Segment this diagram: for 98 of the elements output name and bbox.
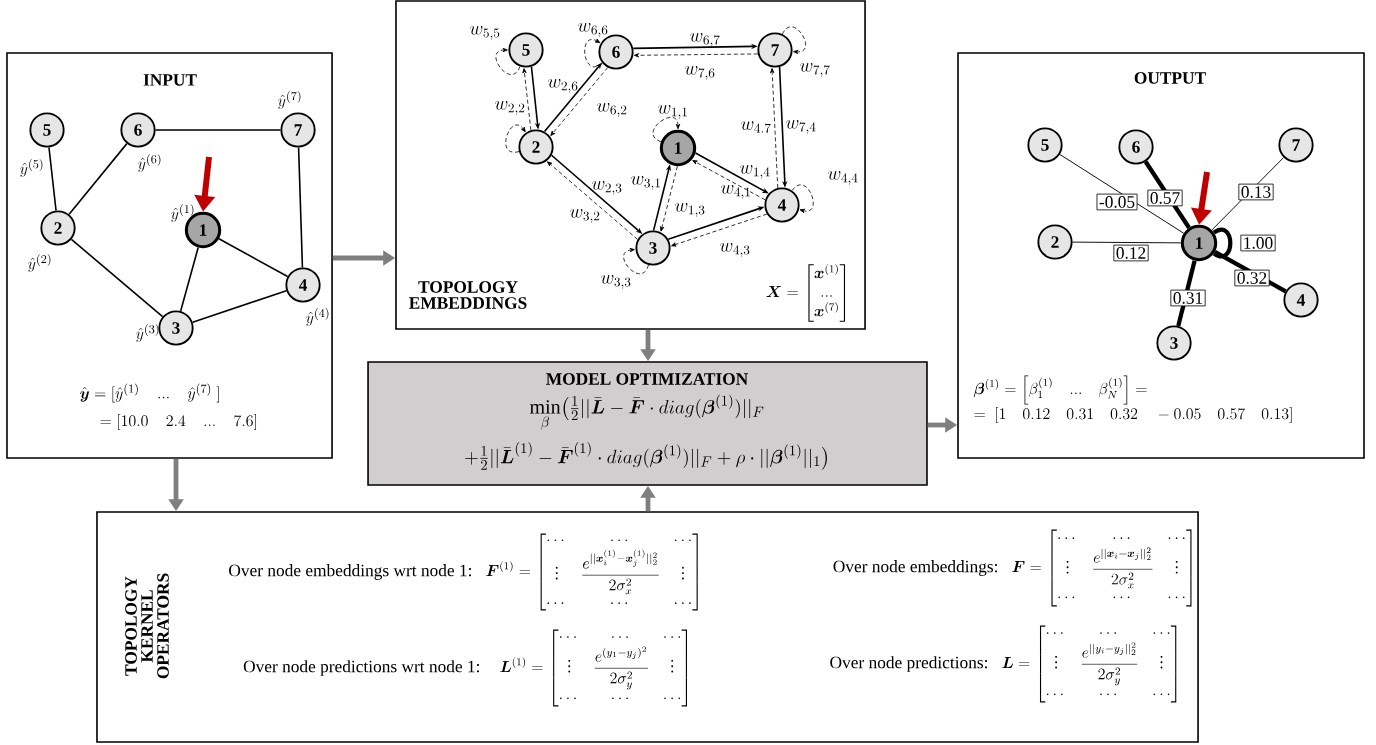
- node-value: $\hat{y}^{(4)}$: [306, 308, 329, 327]
- graph-edge: [1072, 241, 1182, 244]
- edge-label: $w_{4,4}$: [827, 170, 858, 185]
- graph-node: 1: [659, 129, 697, 167]
- edge-label: $w_{2,6}$: [547, 78, 578, 93]
- formula: $\hat{\boldsymbol{y}} = [\hat{y}^{(1)} \quad ... \quad \hat{y}^{(7)}\ ]$: [80, 383, 219, 403]
- graph-node: 2: [518, 129, 554, 165]
- edge-label: $w_{4,1}$: [720, 184, 750, 199]
- weighted-arrow: [633, 53, 759, 58]
- edge-label: $w_{3,1}$: [630, 175, 660, 190]
- edge-label: $w_{1,1}$: [657, 104, 687, 119]
- graph-edge: [191, 289, 288, 324]
- self-loop: [782, 26, 806, 55]
- graph-node: 6: [120, 112, 156, 148]
- edge-label: $w_{4,3}$: [719, 242, 750, 257]
- panel-title: INPUT: [143, 74, 197, 86]
- formula: $+ \tfrac{1}{2}||\bar{\boldsymbol{L}}^{(1)} - \bar{\boldsymbol{F}}^{(1)} \cdot diag(\boldsymbol{\beta}^{(1)})||_F + \rho \cdot ||\boldsymbol{\beta}^{(1)}||_1\bigr)$: [465, 442, 827, 470]
- graph-node: 6: [1118, 129, 1154, 165]
- edge-label: 0.57: [1147, 189, 1183, 207]
- graph-node: 7: [1278, 127, 1314, 163]
- formula: $\boldsymbol{L} = \begin{bmatrix}\cdots & \cdots & \cdots \\ \vdots & \dfrac{e^{||y_i-y_j||_2^2}}{2\sigma_y^2} & \vdots \\ \cdots & \cdots & \cdots\end{bmatrix}$: [1002, 625, 1177, 703]
- edge-label: 0.31: [1170, 289, 1206, 307]
- edge-label: $w_{3,3}$: [600, 274, 631, 289]
- edge-label: $w_{4.7}$: [740, 121, 771, 133]
- row-label: Over node embeddings:: [833, 560, 997, 576]
- self-loop: [505, 124, 526, 153]
- weighted-arrow: [522, 68, 532, 131]
- edge-label: $w_{6,7}$: [689, 32, 720, 47]
- self-loop: [623, 247, 649, 275]
- formula: $\min_{\beta}\bigl(\tfrac{1}{2}||\bar{\boldsymbol{L}} - \bar{\boldsymbol{F}} \cdot diag(\boldsymbol{\beta}^{(1)})||_F$: [529, 394, 764, 430]
- node-value: $\hat{y}^{(3)}$: [136, 324, 159, 343]
- formula: $\boldsymbol{X} = \begin{bmatrix}\boldsymbol{x}^{(1)} \\ ... \\ \boldsymbol{x}^{(7)}\end{bmatrix}$: [766, 264, 846, 322]
- self-loop: [584, 38, 603, 68]
- node-value: $\hat{y}^{(1)}$: [171, 204, 194, 223]
- weighted-arrow: [547, 161, 638, 240]
- edge-label: $w_{5,5}$: [469, 25, 500, 40]
- weighted-arrow: [692, 160, 766, 201]
- edge-label: 1.00: [1240, 234, 1276, 252]
- self-loop: [791, 184, 814, 214]
- edge-label: $w_{1,4}$: [739, 164, 770, 179]
- graph-node: 3: [635, 230, 671, 266]
- graph-edge: [297, 146, 304, 269]
- weighted-arrow: [671, 213, 768, 247]
- graph-node: 7: [757, 32, 793, 68]
- graph-node: 5: [1027, 127, 1063, 163]
- graph-node: 2: [1037, 224, 1073, 260]
- edge-label: $w_{1,3}$: [674, 202, 705, 217]
- edge-label: -0.05: [1096, 193, 1138, 211]
- edge-label: $w_{6,6}$: [577, 22, 608, 37]
- edge-label: $w_{2,3}$: [591, 180, 622, 195]
- edge-label: 0.32: [1234, 269, 1270, 287]
- graph-node: 2: [40, 210, 76, 246]
- graph-node: 5: [508, 32, 544, 68]
- graph-node: 3: [158, 310, 194, 346]
- panel-title: MODEL OPTIMIZATION: [546, 373, 748, 385]
- formula: $\boldsymbol{\beta}^{(1)} = \left[\beta_1^{(1)} \quad ... \quad \beta_N^{(1)}\right] =$: [973, 375, 1147, 405]
- node-value: $\hat{y}^{(6)}$: [138, 154, 161, 173]
- panel-title: TOPOLOGY EMBEDDINGS: [409, 281, 527, 309]
- node-value: $\hat{y}^{(5)}$: [20, 159, 43, 178]
- graph-node: 7: [280, 112, 316, 148]
- edge-label: 0.12: [1113, 244, 1149, 262]
- graph-edge: [179, 246, 199, 312]
- formula: $\boldsymbol{F}^{(1)} = \begin{bmatrix}\cdots & \cdots & \cdots \\ \vdots & \dfrac{e^{||\boldsymbol{x}_i^{(1)}-\boldsymbol{x}_j^{(1)}||_2^2}}{2\sigma_x^2} & \vdots \\ \cdots & \cdots & \cdots\end{bmatrix}$: [486, 533, 698, 611]
- graph-edge: [68, 142, 128, 216]
- edge-label: $w_{2,2}$: [494, 100, 525, 115]
- formula: $= [10.0 \quad 2.4 \quad ... \quad 7.6]$: [100, 414, 256, 430]
- graph-node: 5: [29, 112, 65, 148]
- edge-label: $w_{7,6}$: [684, 65, 715, 80]
- graph-edge: [48, 146, 57, 212]
- edge-label: 0.13: [1238, 183, 1274, 201]
- edge-label: $w_{7,4}$: [785, 119, 816, 134]
- weighted-arrow: [659, 165, 678, 232]
- graph-edge: [154, 129, 282, 131]
- row-label: Over node predictions wrt node 1:: [243, 660, 479, 676]
- formula: $= \ [1 \quad 0.12 \quad 0.31 \quad 0.32 \quad -0.05 \quad 0.57 \quad 0.13]$: [974, 407, 1292, 423]
- node-value: $\hat{y}^{(7)}$: [278, 91, 301, 110]
- row-label: Over node embeddings wrt node 1:: [229, 564, 471, 580]
- graph-node: 3: [1156, 325, 1192, 361]
- self-loop: [495, 47, 521, 75]
- graph-node: 1: [1180, 224, 1218, 262]
- graph-node: 4: [1283, 282, 1319, 318]
- graph-edge: [70, 238, 164, 318]
- weighted-arrow: [550, 67, 609, 136]
- panel-title: OUTPUT: [1134, 72, 1206, 84]
- self-loop: [1212, 227, 1233, 259]
- edge-label: $w_{6,2}$: [596, 102, 627, 117]
- graph-edge: [218, 237, 289, 278]
- edge-label: $w_{7,7}$: [799, 62, 830, 77]
- weighted-arrow: [770, 68, 779, 189]
- self-loop: [652, 116, 681, 143]
- formula: $\boldsymbol{F} = \begin{bmatrix}\cdots & \cdots & \cdots \\ \vdots & \dfrac{e^{||\boldsymbol{x}_i-\boldsymbol{x}_j||_2^2}}{2\sigma_x^2} & \vdots \\ \cdots & \cdots & \cdots\end{bmatrix}$: [1012, 529, 1192, 607]
- graph-node: 4: [764, 187, 800, 223]
- edge-label: $w_{3,2}$: [569, 208, 600, 223]
- panel-title: TOPOLOGY KERNEL OPERATORS: [125, 573, 169, 679]
- graph-node: 4: [285, 267, 321, 303]
- row-label: Over node predictions:: [830, 656, 987, 672]
- node-value: $\hat{y}^{(2)}$: [28, 254, 51, 273]
- formula: $\boldsymbol{L}^{(1)} = \begin{bmatrix}\cdots & \cdots & \cdots \\ \vdots & \dfrac{e^{(y_1-y_j)^2}}{2\sigma_y^2} & \vdots \\ \cdots & \cdots & \cdots\end{bmatrix}$: [500, 629, 687, 707]
